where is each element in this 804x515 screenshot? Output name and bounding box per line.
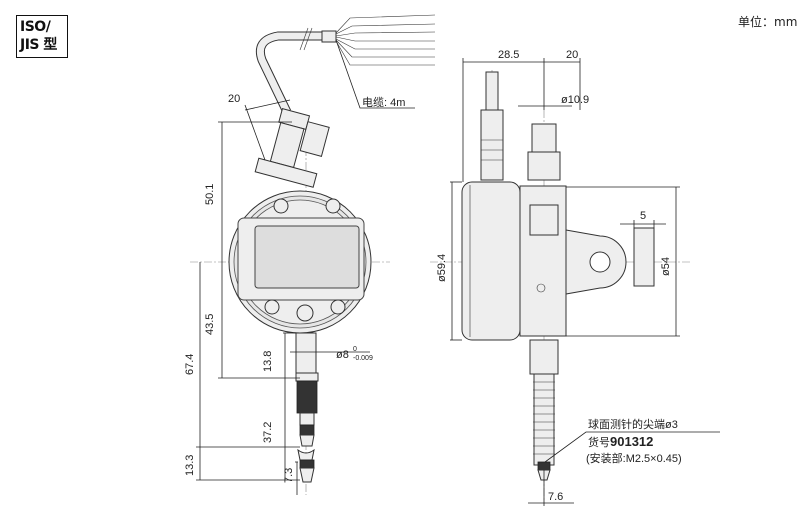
dim-spindle: 37.2 <box>262 422 274 443</box>
dim-depth-back: 20 <box>566 49 578 61</box>
dim-tip-total: 13.3 <box>184 455 196 476</box>
cable-connector <box>254 108 330 188</box>
lug-thickness: 5 <box>640 210 646 222</box>
contact-point <box>299 434 315 447</box>
dial-buttons <box>264 198 346 322</box>
dim-total-lower: 67.4 <box>184 354 196 375</box>
stem-tol-upper: 0 <box>353 346 357 353</box>
stem <box>295 332 317 374</box>
cable-label: 电缆: 4m <box>362 96 405 109</box>
standard-type-box: ISO/ JIS 型 <box>16 15 68 58</box>
side-view: 28.5 20 ø10.9 5 ø59.4 ø54 7.6 <box>430 49 720 506</box>
unit-label: 单位：mm <box>738 15 798 29</box>
lug-section <box>633 227 655 287</box>
part-number: 901312 <box>610 434 653 449</box>
note-line-3: (安装部:M2.5×0.45) <box>586 451 682 465</box>
dim-stem-length: 13.8 <box>262 351 274 372</box>
dim-height-center: 43.5 <box>204 314 216 335</box>
dim-depth-front: 28.5 <box>498 49 519 61</box>
spindle-boot <box>296 380 318 414</box>
lcd-display <box>254 225 360 289</box>
cable <box>255 14 436 114</box>
side-body <box>461 181 521 341</box>
standard-line-2: JIS 型 <box>20 37 57 53</box>
stem-diameter: ø8 <box>336 349 349 361</box>
tip-offset: 7.6 <box>548 491 563 503</box>
top-cap <box>531 123 557 153</box>
body-diameter: ø59.4 <box>436 254 448 282</box>
part-prefix: 货号 <box>588 435 610 449</box>
dim-height-top: 50.1 <box>204 184 216 205</box>
front-view: 20 50.1 43.5 67.4 13.8 37.2 13.3 7.3 ø8 … <box>184 14 436 495</box>
cap-diameter: ø10.9 <box>561 94 589 106</box>
dim-cable-width: 20 <box>228 93 240 105</box>
note-line-1: 球面测针的尖端ø3 <box>588 417 678 431</box>
standard-line-1: ISO/ <box>20 19 51 35</box>
dim-tip: 7.3 <box>283 468 295 483</box>
note-line-2: 货号901312 <box>588 434 653 449</box>
contact-point-note: 球面测针的尖端ø3 货号901312 (安装部:M2.5×0.45) <box>586 417 682 465</box>
stem-tol-lower: -0.009 <box>353 355 373 362</box>
lug-height: ø54 <box>660 257 672 276</box>
